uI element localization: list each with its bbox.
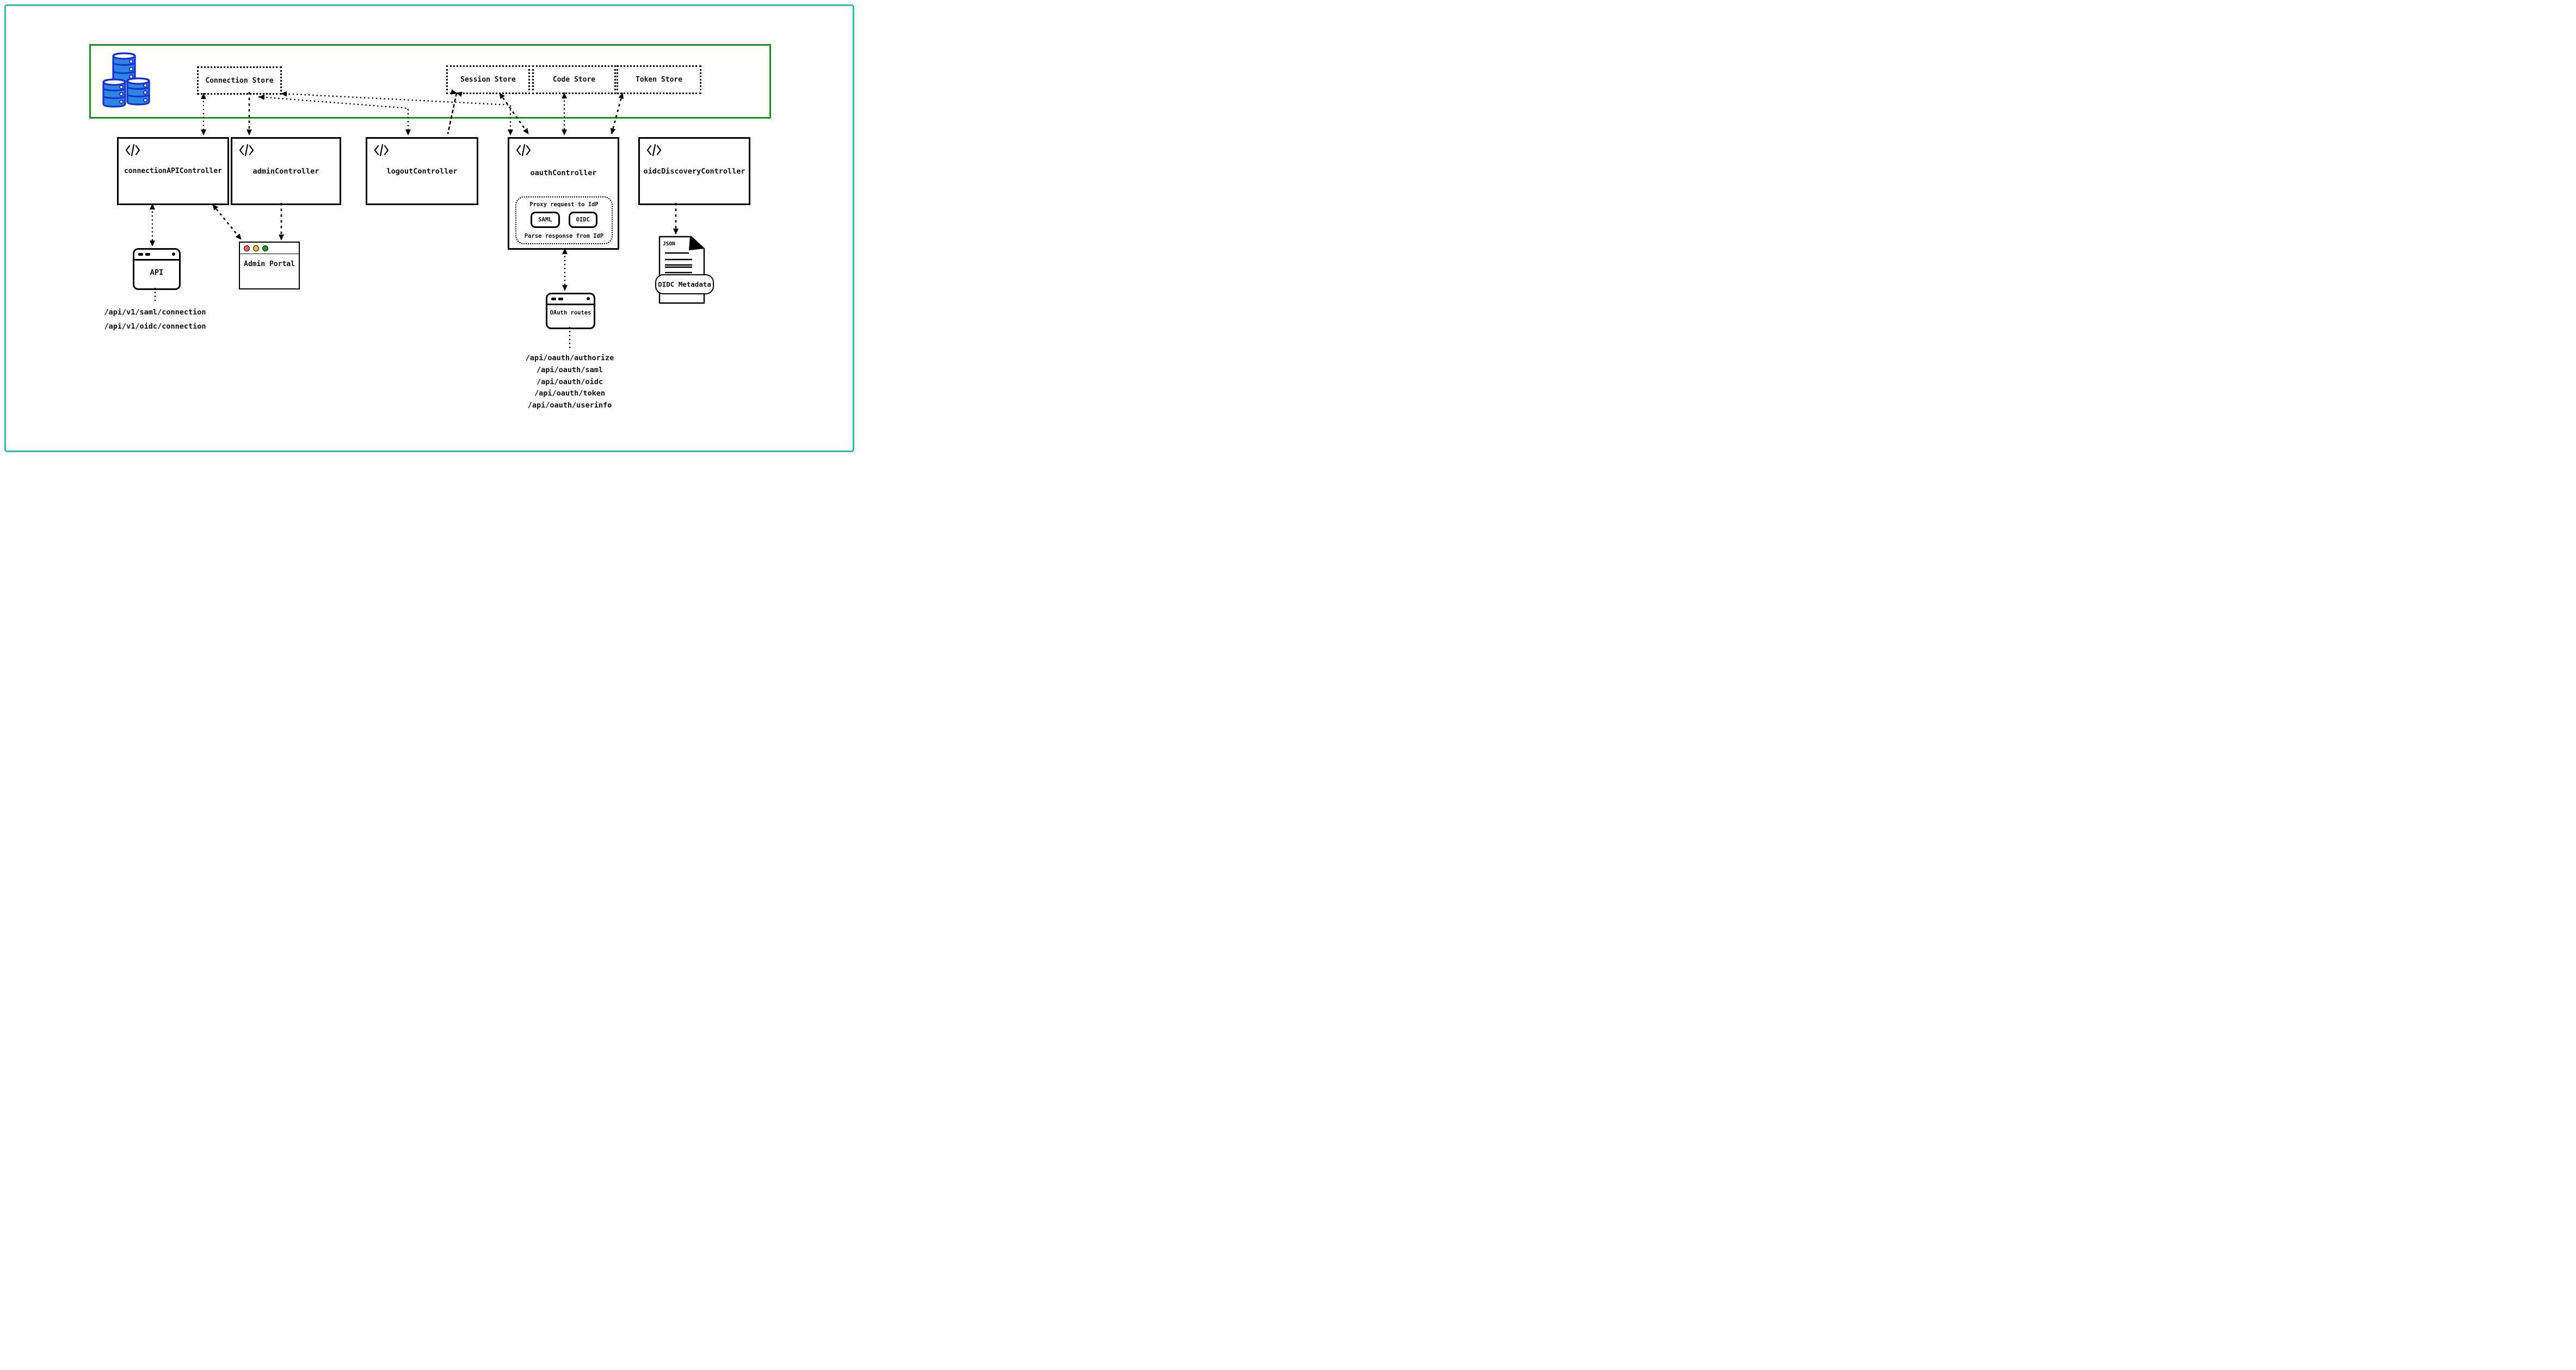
connection-api-controller-box: connectionAPIController bbox=[117, 137, 229, 205]
oauth-routes-label: OAuth routes bbox=[550, 310, 591, 316]
oidc-discovery-controller-box: oidcDiscoveryController bbox=[638, 137, 750, 205]
oauth-routes-window: OAuth routes bbox=[546, 293, 595, 329]
connection-store-label: Connection Store bbox=[205, 76, 274, 85]
oauth-path-item: /api/oauth/userinfo bbox=[527, 401, 612, 410]
oauth-path-list: /api/oauth/authorize /api/oauth/saml /ap… bbox=[502, 353, 638, 412]
oauth-controller-box: oauthController Proxy request to IdP SAM… bbox=[508, 137, 619, 250]
idp-proxy-title: Proxy request to IdP bbox=[529, 201, 599, 208]
idp-proxy-footer: Parse response from IdP bbox=[524, 233, 604, 239]
traffic-light-green-icon bbox=[262, 245, 268, 251]
admin-portal-label: Admin Portal bbox=[244, 260, 295, 268]
session-store-box: Session Store bbox=[446, 65, 530, 94]
titlebar-square-icon bbox=[138, 253, 143, 256]
api-path-list: /api/v1/saml/connection /api/v1/oidc/con… bbox=[87, 305, 223, 334]
idp-proxy-box: Proxy request to IdP SAML OIDC Parse res… bbox=[515, 196, 613, 244]
titlebar-dot-icon bbox=[172, 252, 175, 256]
code-icon bbox=[646, 144, 662, 156]
token-store-box: Token Store bbox=[617, 65, 701, 94]
titlebar-square-icon bbox=[145, 253, 150, 256]
code-store-label: Code Store bbox=[552, 76, 596, 84]
oauth-routes-titlebar bbox=[547, 294, 594, 305]
traffic-light-yellow-icon bbox=[253, 245, 259, 251]
oidc-metadata-banner: OIDC Metadata bbox=[655, 274, 714, 294]
doc-file-type: JSON bbox=[663, 241, 675, 247]
doc-text-lines bbox=[665, 252, 692, 274]
outer-frame bbox=[4, 4, 854, 452]
doc-fold-icon bbox=[689, 236, 704, 250]
oauth-controller-label: oauthController bbox=[530, 169, 597, 177]
api-window-label: API bbox=[150, 268, 164, 277]
oauth-path-item: /api/oauth/oidc bbox=[537, 377, 603, 386]
oidc-metadata-doc: JSON OIDC Metadata bbox=[655, 236, 714, 306]
traffic-light-red-icon bbox=[244, 245, 250, 251]
oauth-path-item: /api/oauth/authorize bbox=[525, 354, 614, 362]
api-window-titlebar bbox=[134, 250, 179, 261]
code-icon bbox=[374, 144, 389, 156]
token-store-label: Token Store bbox=[635, 76, 683, 84]
titlebar-dot-icon bbox=[587, 297, 590, 300]
api-window: API bbox=[133, 248, 181, 290]
admin-portal-window: Admin Portal bbox=[239, 242, 300, 289]
titlebar-square-icon bbox=[558, 298, 563, 300]
oidc-discovery-controller-label: oidcDiscoveryController bbox=[643, 167, 745, 176]
connection-api-controller-label: connectionAPIController bbox=[124, 167, 222, 175]
code-icon bbox=[125, 144, 140, 156]
session-store-label: Session Store bbox=[460, 76, 516, 84]
api-path-item: /api/v1/saml/connection bbox=[104, 308, 206, 317]
code-icon bbox=[239, 144, 254, 156]
admin-controller-label: adminController bbox=[252, 167, 319, 176]
logout-controller-box: logoutController bbox=[366, 137, 478, 205]
logout-controller-label: logoutController bbox=[386, 167, 458, 176]
oidc-chip: OIDC bbox=[568, 212, 597, 228]
code-store-box: Code Store bbox=[532, 65, 616, 94]
connection-store-box: Connection Store bbox=[197, 66, 282, 95]
saml-chip: SAML bbox=[531, 212, 560, 228]
oauth-path-item: /api/oauth/saml bbox=[537, 365, 603, 374]
oidc-metadata-label: OIDC Metadata bbox=[658, 280, 711, 288]
admin-portal-titlebar bbox=[240, 243, 299, 254]
api-path-item: /api/v1/oidc/connection bbox=[104, 322, 206, 331]
titlebar-square-icon bbox=[551, 298, 556, 300]
oauth-path-item: /api/oauth/token bbox=[534, 389, 606, 398]
code-icon bbox=[516, 144, 531, 156]
admin-controller-box: adminController bbox=[231, 137, 341, 205]
json-document-icon: JSON bbox=[658, 236, 705, 304]
diagram-canvas: Connection Store Session Store Code Stor… bbox=[0, 0, 859, 456]
